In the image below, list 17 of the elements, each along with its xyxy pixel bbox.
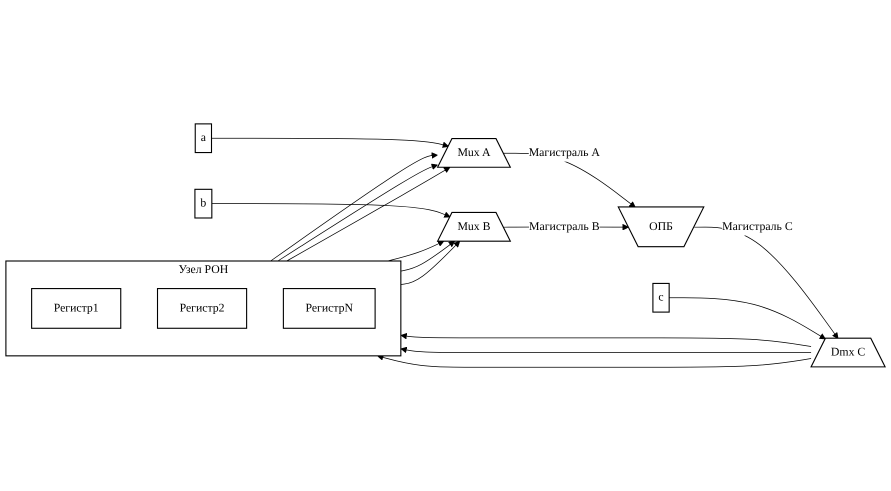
- edge-label: Магистраль C: [722, 220, 793, 233]
- node-box: a: [194, 123, 212, 154]
- node-box: РегистрN: [282, 288, 376, 329]
- node-box: Регистр1: [31, 288, 122, 329]
- arrow: [211, 203, 451, 218]
- arrow: [400, 346, 812, 354]
- arrow: [400, 332, 812, 347]
- arrow: [377, 354, 812, 368]
- node-box: Регистр2: [156, 288, 248, 329]
- edge-label: Магистраль B: [529, 220, 600, 233]
- arrow: [400, 240, 456, 272]
- arrow: [211, 138, 449, 148]
- arrow: [400, 240, 460, 285]
- arrow: [668, 297, 826, 340]
- node-box: c: [652, 282, 670, 313]
- edge-label: Магистраль A: [528, 146, 600, 159]
- node-box: b: [194, 188, 212, 218]
